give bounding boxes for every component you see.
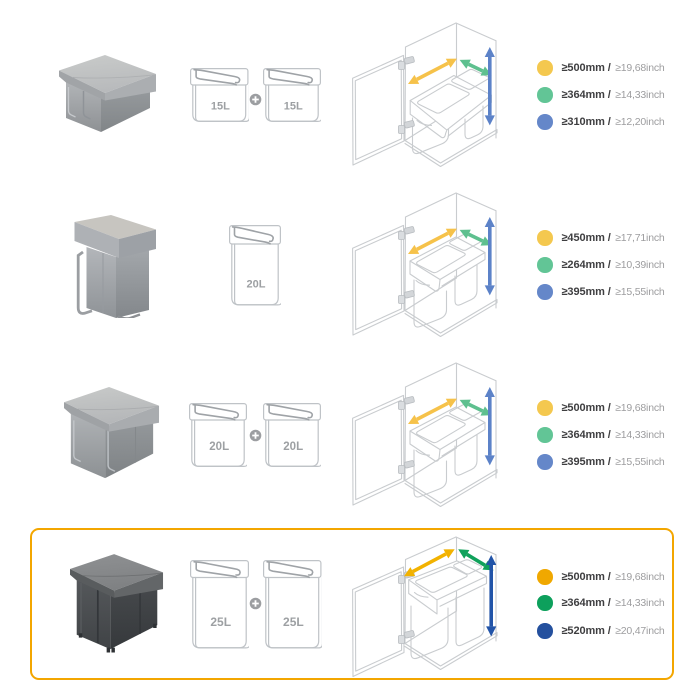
svg-text:25L: 25L [283, 615, 304, 629]
svg-text:25L: 25L [210, 615, 231, 629]
svg-text:20L: 20L [247, 279, 266, 291]
svg-text:20L: 20L [209, 441, 229, 453]
svg-text:15L: 15L [211, 101, 230, 113]
svg-text:15L: 15L [283, 101, 302, 113]
svg-text:20L: 20L [283, 441, 303, 453]
